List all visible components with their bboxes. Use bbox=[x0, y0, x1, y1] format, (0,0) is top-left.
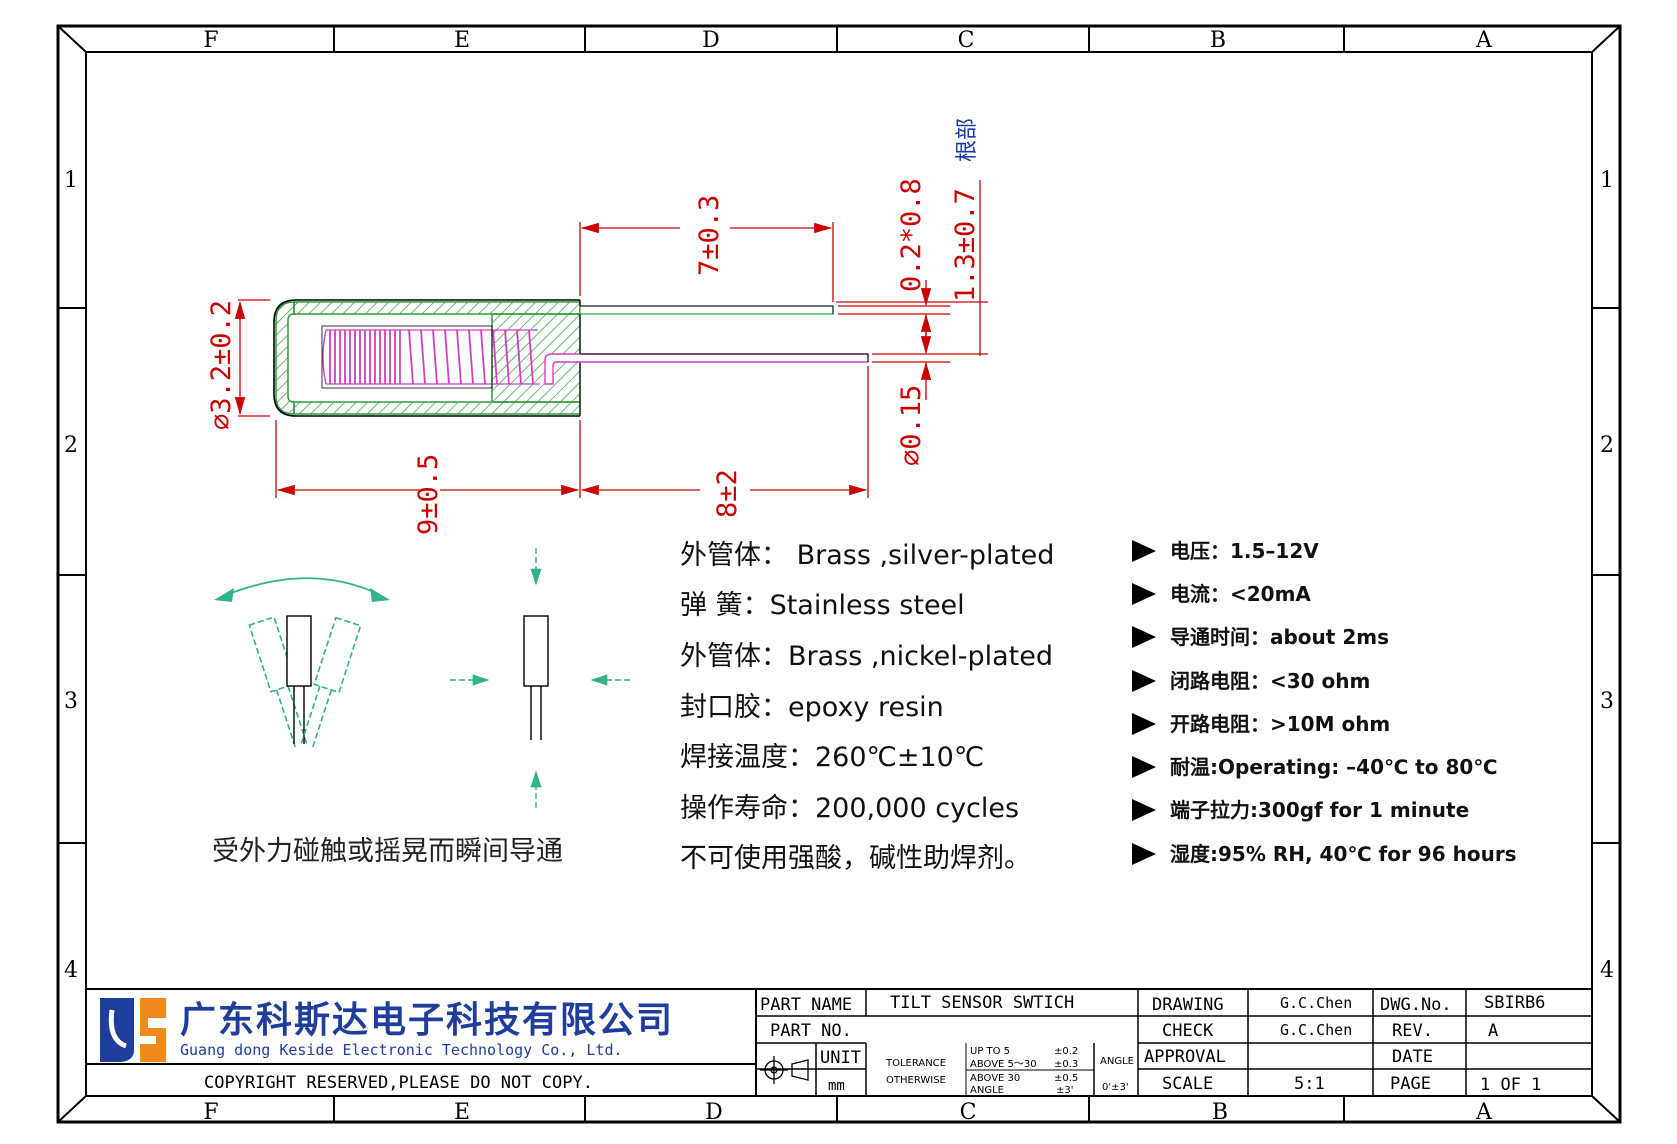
company-name-cn: 广东科斯达电子科技有限公司 bbox=[180, 1000, 674, 1041]
part-no-label: PART NO. bbox=[770, 1021, 852, 1041]
zone-column-d-top: D bbox=[702, 28, 720, 53]
page-label: PAGE bbox=[1390, 1074, 1431, 1094]
tolerance-angle-value: ±3' bbox=[1056, 1085, 1074, 1096]
company-name-en: Guang dong Keside Electronic Technology … bbox=[180, 1041, 623, 1059]
rev-value: A bbox=[1488, 1021, 1498, 1041]
tolerance-up-to-5-label: UP TO 5 bbox=[970, 1046, 1010, 1057]
drawing-frame bbox=[56, 24, 1622, 1124]
unit-value: mm bbox=[828, 1078, 845, 1094]
dimension-body-length: 9±0.5 bbox=[413, 454, 444, 535]
zone-row-4-left: 4 bbox=[64, 958, 78, 983]
zone-column-b-bottom: B bbox=[1212, 1100, 1228, 1125]
zone-row-3-right: 3 bbox=[1600, 689, 1614, 714]
zone-row-3-left: 3 bbox=[64, 689, 78, 714]
spec-terminal-pull: 端子拉力:300gf for 1 minute bbox=[1170, 798, 1469, 822]
material-sealant: 封口胶：epoxy resin bbox=[680, 692, 944, 723]
zone-column-b-top: B bbox=[1210, 28, 1226, 53]
zone-row-1-right: 1 bbox=[1600, 168, 1614, 193]
zone-column-a-bottom: A bbox=[1475, 1100, 1493, 1125]
tolerance-above-30-label: ABOVE 30 bbox=[970, 1073, 1020, 1084]
approval-label: APPROVAL bbox=[1144, 1047, 1226, 1067]
spec-bullet-icon bbox=[1132, 843, 1156, 865]
spec-bullet-icon bbox=[1132, 626, 1156, 648]
material-spring: 弹 簧：Stainless steel bbox=[680, 590, 965, 621]
copyright-notice: COPYRIGHT RESERVED,PLEASE DO NOT COPY. bbox=[204, 1073, 593, 1093]
zone-column-c-bottom: C bbox=[960, 1100, 977, 1125]
part-name-value: TILT SENSOR SWTICH bbox=[890, 993, 1074, 1013]
zone-row-2-left: 2 bbox=[64, 433, 78, 458]
dimension-lines bbox=[234, 180, 988, 498]
title-block bbox=[86, 988, 1592, 1096]
zone-row-1-left: 1 bbox=[64, 168, 78, 193]
spec-operating-temp: 耐温:Operating: –40℃ to 80℃ bbox=[1170, 755, 1498, 779]
illustration-caption: 受外力碰触或摇晃而瞬间导通 bbox=[212, 836, 563, 867]
dimension-body-diameter: ⌀3.2±0.2 bbox=[206, 300, 237, 430]
spec-closed-resistance: 闭路电阻：<30 ohm bbox=[1170, 669, 1370, 693]
spec-humidity: 湿度:95% RH, 40℃ for 96 hours bbox=[1170, 842, 1517, 866]
angle-label: ANGLE bbox=[1100, 1056, 1134, 1067]
material-outer-tube-1: 外管体： Brass ,silver-plated bbox=[680, 540, 1054, 571]
spec-current: 电流：<20mA bbox=[1170, 582, 1311, 606]
material-soldering-temp: 焊接温度：260℃±10℃ bbox=[680, 742, 984, 773]
tolerance-label-2: OTHERWISE bbox=[886, 1075, 946, 1086]
scale-label: SCALE bbox=[1162, 1074, 1213, 1094]
specifications-list: 电压：1.5–12V 电流：<20mA 导通时间：about 2ms 闭路电阻：… bbox=[1132, 539, 1517, 866]
part-name-label: PART NAME bbox=[760, 995, 852, 1015]
zone-column-e-bottom: E bbox=[454, 1100, 470, 1125]
zone-row-4-right: 4 bbox=[1600, 958, 1614, 983]
dimension-upper-lead-wire: 0.2*0.8 bbox=[896, 178, 927, 292]
zone-column-c-top: C bbox=[958, 28, 975, 53]
material-flux-warning: 不可使用强酸，碱性助焊剂。 bbox=[680, 843, 1031, 874]
material-operating-life: 操作寿命：200,000 cycles bbox=[680, 793, 1019, 824]
date-label: DATE bbox=[1392, 1047, 1433, 1067]
drawing-label: DRAWING bbox=[1152, 995, 1224, 1015]
dimension-upper-lead-extension: 7±0.3 bbox=[694, 195, 725, 276]
dwg-no-value: SBIRB6 bbox=[1484, 993, 1545, 1013]
zone-row-2-right: 2 bbox=[1600, 433, 1614, 458]
check-label: CHECK bbox=[1162, 1021, 1214, 1041]
spec-voltage: 电压：1.5–12V bbox=[1170, 539, 1319, 563]
tolerance-above-30-value: ±0.5 bbox=[1054, 1073, 1078, 1084]
sensor-cross-section bbox=[273, 299, 869, 417]
spec-bullet-icon bbox=[1132, 713, 1156, 735]
drawing-value: G.C.Chen bbox=[1280, 994, 1352, 1012]
tilt-illustration bbox=[214, 548, 630, 808]
material-outer-tube-2: 外管体：Brass ,nickel-plated bbox=[680, 641, 1053, 672]
materials-list: 外管体： Brass ,silver-plated 弹 簧：Stainless … bbox=[680, 540, 1054, 874]
scale-value: 5:1 bbox=[1294, 1074, 1325, 1094]
dimension-root: 1.3±0.7 bbox=[950, 188, 981, 302]
spec-conduction-time: 导通时间：about 2ms bbox=[1170, 625, 1389, 649]
spec-bullet-icon bbox=[1132, 799, 1156, 821]
tolerance-label-1: TOLERANCE bbox=[885, 1058, 946, 1069]
zone-column-f-top: F bbox=[203, 28, 218, 53]
spec-open-resistance: 开路电阻：>10M ohm bbox=[1170, 712, 1390, 736]
tolerance-angle-label: ANGLE bbox=[970, 1085, 1004, 1096]
tolerance-5-30-label: ABOVE 5～30 bbox=[970, 1059, 1037, 1070]
angle-value: 0'±3' bbox=[1102, 1082, 1129, 1093]
root-label: 根部 bbox=[955, 118, 980, 162]
spec-bullet-icon bbox=[1132, 583, 1156, 605]
dwg-no-label: DWG.No. bbox=[1380, 995, 1452, 1015]
unit-label: UNIT bbox=[820, 1048, 861, 1068]
tolerance-up-to-5-value: ±0.2 bbox=[1054, 1046, 1078, 1057]
projection-symbol-icon bbox=[760, 1056, 809, 1084]
spec-bullet-icon bbox=[1132, 540, 1156, 562]
zone-column-a-top: A bbox=[1475, 28, 1493, 53]
zone-column-f-bottom: F bbox=[203, 1100, 218, 1125]
tolerance-5-30-value: ±0.3 bbox=[1054, 1059, 1078, 1070]
spec-bullet-icon bbox=[1132, 670, 1156, 692]
check-value: G.C.Chen bbox=[1280, 1021, 1352, 1039]
dimension-lower-lead-wire: ⌀0.15 bbox=[896, 385, 927, 466]
company-logo bbox=[100, 998, 166, 1062]
page-value: 1 OF 1 bbox=[1480, 1075, 1541, 1095]
rev-label: REV. bbox=[1392, 1021, 1433, 1041]
zone-column-e-top: E bbox=[454, 28, 470, 53]
dimension-lead-length: 8±2 bbox=[712, 469, 743, 518]
zone-column-d-bottom: D bbox=[705, 1100, 723, 1125]
spec-bullet-icon bbox=[1132, 756, 1156, 778]
